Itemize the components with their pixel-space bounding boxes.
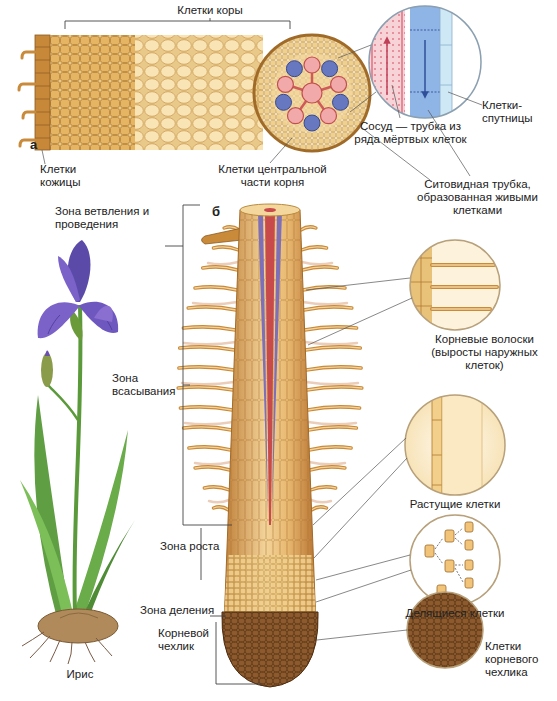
part-label: Делящиеся клетки [395, 607, 515, 620]
root-body [202, 204, 319, 687]
part-label: Зона роста [160, 540, 220, 553]
root-hair-inset [410, 235, 500, 335]
part-label: Растущие клетки [395, 498, 515, 511]
cross-section [19, 35, 370, 151]
part-label: Клетки центральной части корня [215, 163, 330, 189]
part-label: Клетки коры [150, 4, 270, 17]
leader-lines-a [42, 45, 482, 180]
iris-plant [20, 240, 135, 664]
part-label: Ситовидная трубка, образованная живыми к… [405, 178, 550, 218]
part-label: Сосуд — трубка из ряда мёртвых клеток [348, 120, 473, 146]
part-label: Корневой чехлик [158, 627, 218, 653]
vessel-inset [369, 0, 481, 130]
dividing-cells-inset [410, 515, 500, 605]
part-label: Корневые волоски (выросты наружных клето… [412, 333, 557, 373]
part-label: б [212, 205, 232, 220]
part-label: Зона ветвления и проведения [55, 205, 170, 231]
part-label: Клетки-спутницы [482, 99, 554, 125]
leader-lines-b [306, 278, 412, 640]
cap-cells-inset [407, 592, 483, 668]
part-label: Клетки корневого чехлика [485, 640, 555, 680]
cortex-bracket [65, 18, 290, 29]
part-label: Зона деления [140, 604, 230, 617]
part-label: а [30, 138, 50, 153]
part-label: Клетки кожицы [40, 163, 115, 189]
part-label: Ирис [50, 668, 110, 681]
part-label: Зона всасывания [112, 372, 187, 398]
growing-cells-inset [405, 390, 505, 500]
